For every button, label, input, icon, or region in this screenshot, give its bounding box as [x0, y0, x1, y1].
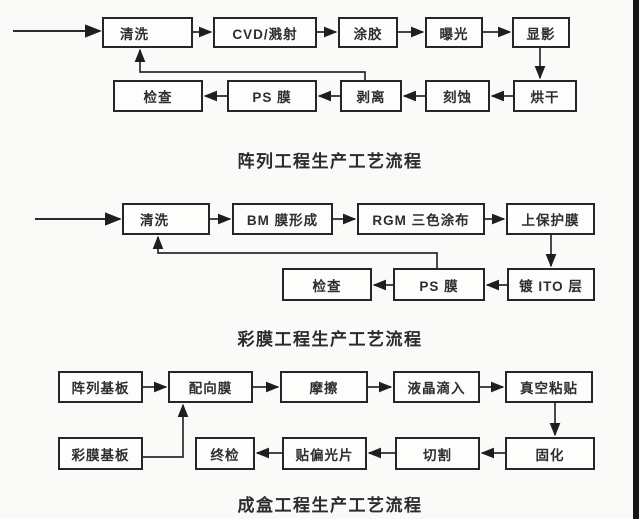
- node-fc3-qiege: 切割: [395, 437, 480, 470]
- node-fc1-xianying: 显影: [512, 17, 570, 48]
- node-fc3-guhua: 固化: [505, 437, 595, 470]
- node-fc3-yejing-diru: 液晶滴入: [393, 371, 480, 403]
- node-fc2-jiancha: 检查: [282, 268, 372, 301]
- node-fc2-qingxi: 清洗: [122, 203, 210, 235]
- node-fc3-moca: 摩擦: [280, 371, 368, 403]
- node-fc3-tie-pianguangpian: 贴偏光片: [282, 437, 367, 470]
- node-fc2-ito: 镀 ITO 层: [507, 268, 595, 301]
- caption-color-filter-process: 彩膜工程生产工艺流程: [237, 330, 423, 349]
- caption-cell-assembly-process: 成盒工程生产工艺流程: [237, 496, 423, 515]
- node-fc1-qingxi: 清洗: [102, 17, 193, 48]
- node-fc3-zhongjian: 终检: [195, 437, 255, 470]
- node-fc3-zhenlie-jiban: 阵列基板: [58, 371, 143, 403]
- right-edge-artifact-bar: [633, 0, 639, 519]
- node-fc1-boli: 剥离: [340, 80, 402, 112]
- node-fc1-keshi: 刻蚀: [425, 80, 490, 112]
- node-fc1-honggan: 烘干: [513, 80, 577, 112]
- node-fc1-cvd: CVD/溅射: [213, 17, 317, 48]
- node-fc2-rgm: RGM 三色涂布: [357, 203, 485, 235]
- node-fc3-zhenkong-zhantie: 真空粘贴: [505, 371, 593, 403]
- node-fc1-jiancha: 检查: [113, 80, 203, 112]
- caption-array-process: 阵列工程生产工艺流程: [237, 152, 423, 171]
- arrow-fc1-boli-qingxi-feedback: [134, 48, 366, 80]
- node-fc2-bm: BM 膜形成: [232, 203, 333, 235]
- arrow-fc2-ps-qingxi-feedback: [152, 235, 438, 268]
- node-fc1-baoguang: 曝光: [425, 17, 483, 48]
- node-fc3-peixiangmo: 配向膜: [168, 371, 253, 403]
- node-fc2-ps: PS 膜: [393, 268, 485, 301]
- node-fc1-ps: PS 膜: [227, 80, 317, 112]
- node-fc1-tujiao: 涂胶: [338, 17, 398, 48]
- node-fc2-baohumo: 上保护膜: [506, 203, 595, 235]
- node-fc3-caimo-jiban: 彩膜基板: [58, 437, 143, 470]
- arrow-fc3-caimo-peixiangmo: [143, 403, 189, 458]
